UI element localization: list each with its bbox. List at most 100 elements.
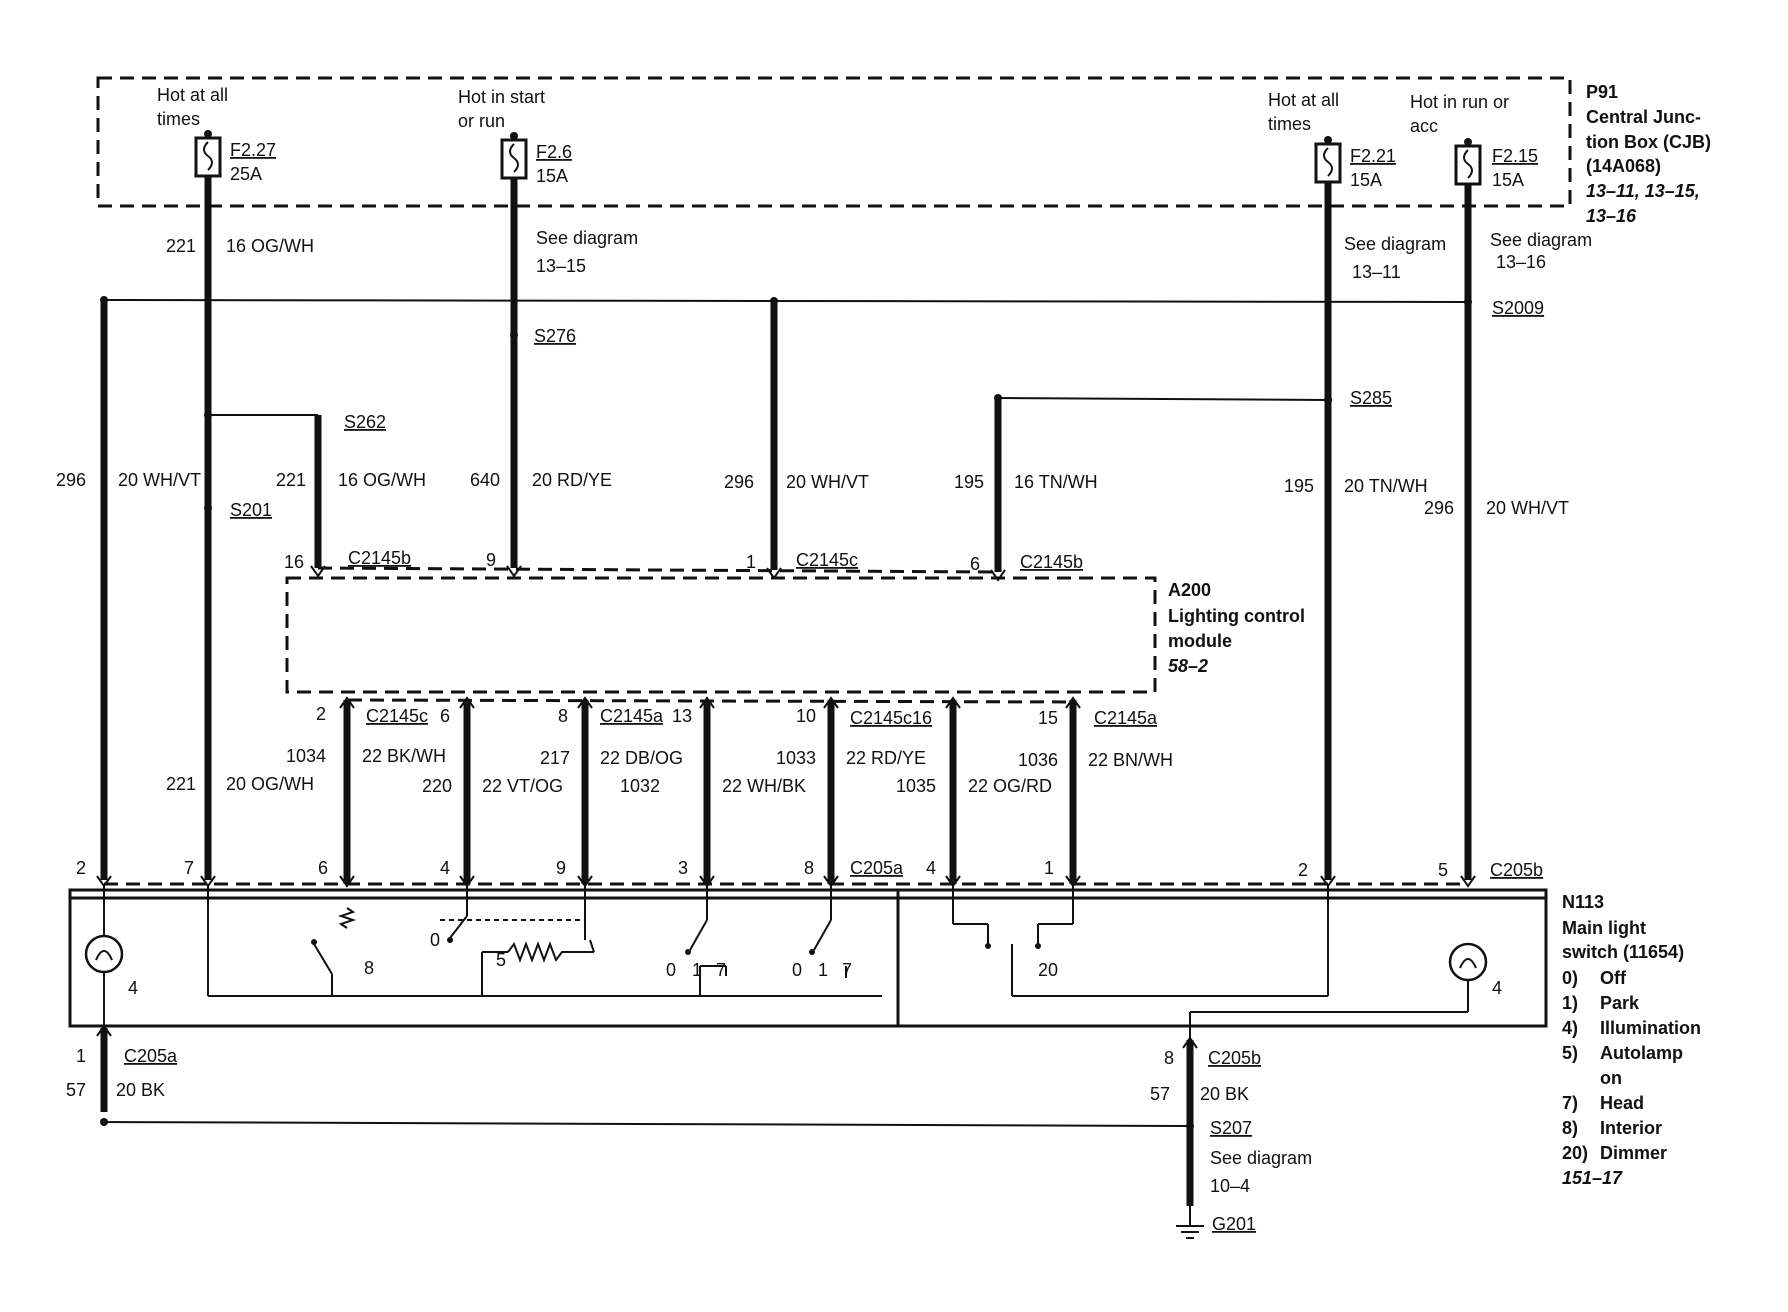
wire-number: 195	[954, 472, 984, 492]
see-diagram: 13–11	[1352, 262, 1401, 282]
wire-color: 22 RD/YE	[846, 748, 926, 768]
legend-key: 8)	[1562, 1118, 1578, 1138]
fuse-id: F2.6	[536, 142, 572, 162]
splice-dot	[1464, 298, 1472, 306]
wire-number: 195	[1284, 476, 1314, 496]
module-name: Lighting control	[1168, 606, 1305, 626]
legend-value: Illumination	[1600, 1018, 1701, 1038]
legend-value: Off	[1600, 968, 1627, 988]
splice-label: S2009	[1492, 298, 1544, 318]
connector-label: C2145c	[366, 706, 428, 726]
legend-key: 0)	[1562, 968, 1578, 988]
module-name: module	[1168, 631, 1232, 651]
connector-pin	[1182, 1036, 1198, 1049]
connector-label: C205a	[124, 1046, 178, 1066]
pin-number: 15	[1038, 708, 1058, 728]
wire-number: 57	[1150, 1084, 1170, 1104]
splice-label: S276	[534, 326, 576, 346]
fuse-icon	[1454, 138, 1482, 186]
fuse-id: F2.27	[230, 140, 276, 160]
pin-number: 9	[486, 550, 496, 570]
connector-label: C205a	[850, 858, 904, 878]
wire-color: 20 OG/WH	[226, 774, 314, 794]
switch-position: 5	[496, 950, 506, 970]
wire-color: 22 BK/WH	[362, 746, 446, 766]
wire-number: 1035	[896, 776, 936, 796]
cjb-label: Central Junc-	[1586, 107, 1701, 127]
wire-color: 22 BN/WH	[1088, 750, 1173, 770]
wire-number: 220	[422, 776, 452, 796]
cjb-label: tion Box (CJB)	[1586, 132, 1711, 152]
fuse-hot-label: Hot in start	[458, 87, 545, 107]
switch-position: 8	[364, 958, 374, 978]
wire-number: 221	[166, 774, 196, 794]
wire-color: 22 VT/OG	[482, 776, 563, 796]
pin-number: 2	[76, 858, 86, 878]
splice-dot	[510, 331, 518, 339]
pin-number: 1	[1044, 858, 1054, 878]
wire-color: 20 RD/YE	[532, 470, 612, 490]
legend-value: Head	[1600, 1093, 1644, 1113]
wire-color: 20 TN/WH	[1344, 476, 1428, 496]
ground-icon	[1176, 1206, 1204, 1239]
switch-internal-wiring	[207, 884, 882, 997]
switch-position: 4	[1492, 978, 1502, 998]
pin-number: 2	[316, 704, 326, 724]
see-diagram: See diagram	[1344, 234, 1446, 254]
connector-pin	[506, 565, 522, 578]
see-diagram: 10–4	[1210, 1176, 1250, 1196]
wire-color: 16 TN/WH	[1014, 472, 1098, 492]
switch-position: 0	[430, 930, 440, 950]
pin-number: 6	[970, 554, 980, 574]
splice-dot	[204, 411, 212, 419]
see-diagram: See diagram	[536, 228, 638, 248]
wire-color: 22 WH/BK	[722, 776, 806, 796]
wire-number: 296	[56, 470, 86, 490]
cjb-label: P91	[1586, 82, 1618, 102]
see-diagram: See diagram	[1490, 230, 1592, 250]
ground-label: G201	[1212, 1214, 1256, 1234]
fuse-amp: 15A	[1350, 170, 1382, 190]
wire-color: 22 DB/OG	[600, 748, 683, 768]
connector-label: C2145a	[600, 706, 664, 726]
wire-number: 640	[470, 470, 500, 490]
connector-pin	[310, 565, 326, 578]
module-id: A200	[1168, 580, 1211, 600]
switch-position: 1	[818, 960, 828, 980]
legend-key: 5)	[1562, 1043, 1578, 1063]
wire-number: 1033	[776, 748, 816, 768]
legend-key: 7)	[1562, 1093, 1578, 1113]
pin-number: 16	[284, 552, 304, 572]
pin-number: 8	[558, 706, 568, 726]
connector-label: C2145c16	[850, 708, 932, 728]
wire-number: 221	[166, 236, 196, 256]
pin-number: 4	[926, 858, 936, 878]
switch-ref: 151–17	[1562, 1168, 1623, 1188]
switch-position: 4	[128, 978, 138, 998]
lamp-icon	[84, 934, 124, 974]
legend-value: Park	[1600, 993, 1640, 1013]
cjb-ref: 13–16	[1586, 206, 1637, 226]
connector-pins	[339, 696, 1081, 709]
wire-color: 20 WH/VT	[786, 472, 869, 492]
connector-dash	[347, 698, 1077, 704]
pin-number: 1	[76, 1046, 86, 1066]
switch-position: 20	[1038, 960, 1058, 980]
wire-number: 57	[66, 1080, 86, 1100]
pin-number: 7	[184, 858, 194, 878]
fuse-hot-label: acc	[1410, 116, 1438, 136]
connector-label: C2145c	[796, 550, 858, 570]
fuse-amp: 15A	[536, 166, 568, 186]
wire-number: 296	[1424, 498, 1454, 518]
connector-label: C2145a	[1094, 708, 1158, 728]
lamp-icon	[1448, 942, 1488, 982]
pin-number: 9	[556, 858, 566, 878]
switch-position: 0	[666, 960, 676, 980]
fuse-id: F2.21	[1350, 146, 1396, 166]
fuse-icon	[500, 132, 528, 180]
switch-position: 7	[716, 960, 726, 980]
pin-number: 13	[672, 706, 692, 726]
fuse-icon	[1314, 136, 1342, 184]
fuse-hot-label: or run	[458, 111, 505, 131]
fuse-hot-label: Hot at all	[157, 85, 228, 105]
